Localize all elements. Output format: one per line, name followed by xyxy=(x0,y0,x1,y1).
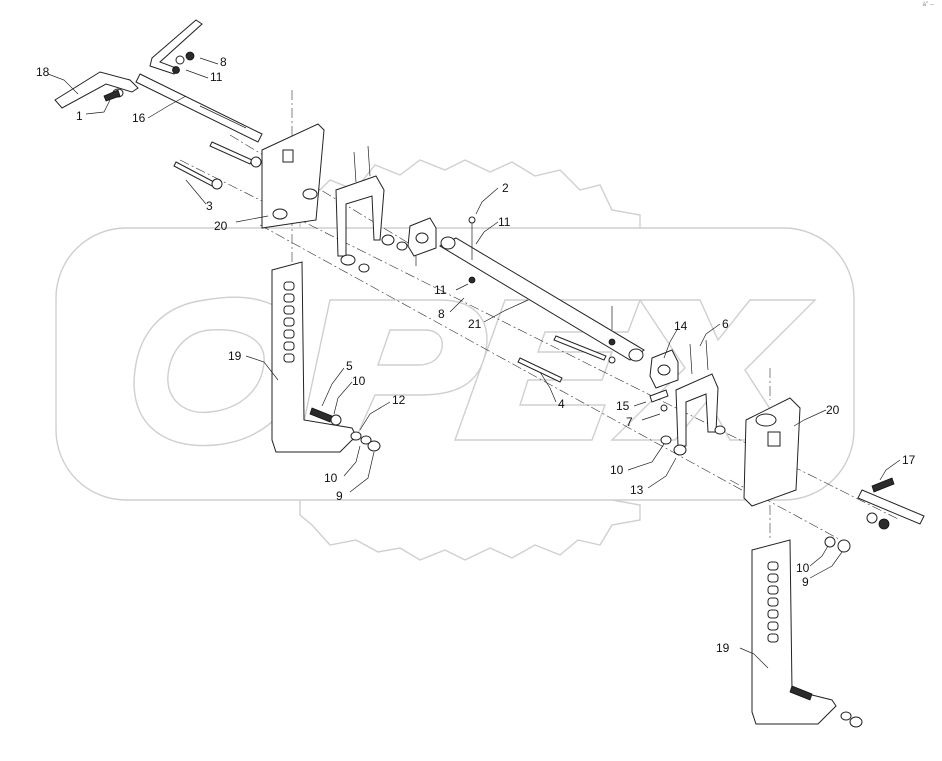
callout-19-right: 19 xyxy=(716,641,730,655)
callout-15: 15 xyxy=(616,399,630,413)
callout-labels: 18 1 16 8 11 3 20 2 11 11 8 21 19 5 10 1… xyxy=(36,55,916,655)
part-14-clamp-left xyxy=(407,217,437,266)
callout-20-right: 20 xyxy=(826,403,840,417)
callout-10-c: 10 xyxy=(610,463,624,477)
part-15-plate xyxy=(649,389,669,412)
corner-mark: à" ─ xyxy=(922,2,934,8)
callout-11-top: 11 xyxy=(210,70,223,84)
part-4-bolt xyxy=(517,335,607,383)
callout-11-low: 11 xyxy=(434,283,447,297)
part-bolt-right-pair xyxy=(608,306,616,364)
callout-3: 3 xyxy=(206,199,213,213)
part-1-bolt xyxy=(103,89,121,102)
callout-11-mid: 11 xyxy=(498,215,511,229)
part-9-nut-right xyxy=(824,536,851,553)
callout-7: 7 xyxy=(626,415,633,429)
part-20-plate-left xyxy=(261,123,325,229)
callout-13: 13 xyxy=(630,483,644,497)
part-16-strap xyxy=(135,73,263,143)
part-bracket-right xyxy=(660,339,726,456)
callout-8-top: 8 xyxy=(220,55,227,69)
callout-12: 12 xyxy=(392,393,406,407)
callout-19-left: 19 xyxy=(228,349,242,363)
part-17-strap xyxy=(857,477,925,530)
callout-17: 17 xyxy=(902,453,916,467)
part-5-bolt xyxy=(309,407,381,452)
part-2-bolt xyxy=(468,216,476,284)
watermark-letter-o xyxy=(133,296,302,447)
callout-4: 4 xyxy=(558,397,565,411)
part-14-clamp-right xyxy=(649,349,679,389)
part-bracket-left xyxy=(335,145,408,273)
callout-9-right: 9 xyxy=(802,575,809,589)
watermark xyxy=(55,159,855,561)
callout-20-left: 20 xyxy=(214,219,228,233)
slot-row-right xyxy=(767,561,779,643)
callout-5: 5 xyxy=(346,359,353,373)
callout-21: 21 xyxy=(468,317,482,331)
callout-2: 2 xyxy=(502,181,509,195)
part-19-plate-left xyxy=(271,261,357,453)
part-21-shaft xyxy=(438,236,645,362)
leader-lines xyxy=(47,57,901,669)
callout-10-b: 10 xyxy=(324,471,338,485)
part-8-nut-top xyxy=(172,51,195,74)
part-3-bolt xyxy=(173,141,262,190)
callout-6: 6 xyxy=(722,317,729,331)
watermark-letter-e xyxy=(454,299,642,441)
slot-row-left xyxy=(283,281,295,363)
callout-1: 1 xyxy=(76,109,83,123)
callout-8-mid: 8 xyxy=(438,307,445,321)
callout-9-left: 9 xyxy=(336,489,343,503)
callout-16: 16 xyxy=(132,111,146,125)
callout-10-a: 10 xyxy=(352,374,366,388)
callout-14: 14 xyxy=(674,319,688,333)
callout-18: 18 xyxy=(36,65,50,79)
part-20-plate-right xyxy=(743,397,801,507)
part-19-plate-right xyxy=(751,539,863,728)
callout-10-d: 10 xyxy=(796,561,810,575)
